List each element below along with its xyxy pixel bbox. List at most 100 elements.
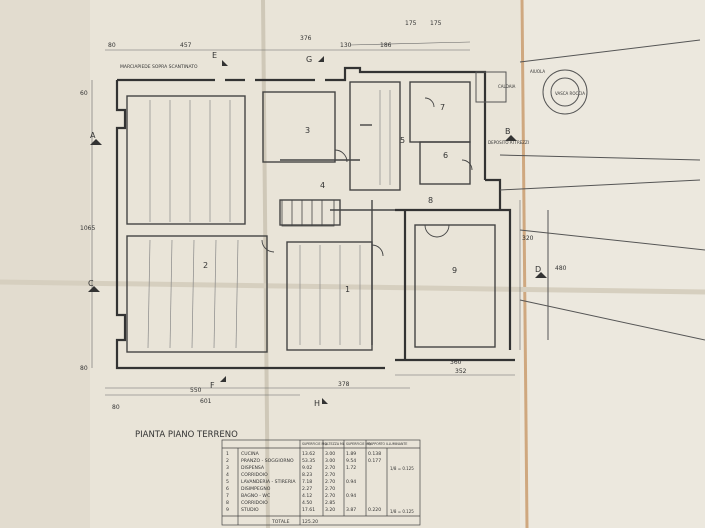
table-cell: 1 — [226, 451, 229, 457]
section-mark-h: H — [314, 399, 320, 408]
section-mark-d: D — [535, 265, 541, 274]
table-cell: 0.94 — [346, 493, 356, 499]
table-cell: 2 — [226, 458, 229, 464]
top-dim: 175 — [430, 20, 442, 27]
room-number: 7 — [440, 103, 445, 112]
top-dim: 186 — [380, 42, 392, 49]
section-mark-b: B — [505, 127, 511, 136]
side-dim: 60 — [80, 90, 88, 97]
bottom-dim: 378 — [338, 381, 350, 388]
bottom-dim: 601 — [200, 398, 212, 405]
table-ratio-note: 1/8 = 0.125 — [390, 466, 414, 471]
table-cell: 7.18 — [302, 479, 312, 485]
table-cell: CUCINA — [241, 451, 260, 457]
table-cell: 4.12 — [302, 493, 312, 499]
table-cell: PRANZO - SOGGIORNO — [241, 458, 294, 464]
table-cell: 3.20 — [325, 507, 335, 513]
table-cell: 53.35 — [302, 458, 315, 464]
plan-note: MARCIAPIEDE SOPRA SCANTINATO — [120, 64, 198, 70]
door-swings — [261, 97, 473, 257]
table-cell: 2.70 — [325, 493, 335, 499]
staircase — [281, 199, 335, 227]
top-dim: 175 — [405, 20, 417, 27]
table-cell: 2.70 — [325, 479, 335, 485]
top-dim: 80 — [108, 42, 116, 49]
room-number: 8 — [428, 196, 433, 205]
exterior-features — [475, 39, 705, 341]
table-total-value: 125.20 — [302, 519, 318, 525]
table-cell: 3.87 — [346, 507, 356, 513]
dimension-texts: 80 457 376 130 186 175 175 80 601 550 37… — [80, 20, 567, 411]
table-cell: 0.177 — [368, 458, 381, 464]
table-cell: STUDIO — [241, 507, 259, 513]
table-cell: 9.02 — [302, 465, 312, 471]
table-cell: BAGNO - WC — [241, 493, 270, 499]
table-cell: 9 — [226, 507, 229, 513]
table-cell: 9.54 — [346, 458, 356, 464]
room-number: 1 — [345, 285, 350, 294]
table-cell: 2.70 — [325, 486, 335, 492]
room-numbers: 1 2 3 4 5 6 7 8 9 — [203, 103, 457, 294]
bottom-dim: 550 — [190, 387, 202, 394]
table-cell: 2.70 — [325, 472, 335, 478]
table-cell: 2.70 — [325, 465, 335, 471]
table-header: SUPERFICIE MQ — [302, 442, 327, 446]
table-total-label: TOTALE — [271, 519, 290, 525]
table-cell: DISIMPEGNO — [241, 486, 271, 492]
side-dim: 1065 — [80, 225, 95, 232]
table-cell: 2.27 — [302, 486, 312, 492]
room-number: 5 — [400, 136, 405, 145]
table-cell: 0.94 — [346, 479, 356, 485]
table-cell: 8.23 — [302, 472, 312, 478]
table-cell: 5 — [226, 479, 229, 485]
section-mark-f: F — [210, 381, 215, 390]
room-number: 9 — [452, 266, 457, 275]
room-number: 4 — [320, 181, 325, 190]
label-vasca: VASCA ROCCIA — [555, 91, 585, 96]
table-cell: 17.61 — [302, 507, 315, 513]
top-dim: 376 — [300, 35, 312, 42]
section-mark-a: A — [90, 131, 96, 140]
table-cell: 0.220 — [368, 507, 381, 513]
bottom-dim: 360 — [450, 359, 462, 366]
bottom-dim: 352 — [455, 368, 467, 375]
plan-title: PIANTA PIANO TERRENO — [135, 430, 238, 440]
room-number: 3 — [305, 126, 310, 135]
dimension-lines — [91, 41, 521, 396]
table-cell: 8 — [226, 500, 229, 506]
side-dim: 320 — [522, 235, 534, 242]
bottom-dim: 80 — [112, 404, 120, 411]
table-cell: 2.85 — [325, 500, 335, 506]
table-cell: CORRIDOIO — [241, 472, 268, 478]
table-cell: 3.00 — [325, 451, 335, 457]
top-dim: 457 — [180, 42, 192, 49]
fold-line — [520, 0, 529, 528]
paper-shade-right — [520, 0, 705, 528]
room-table — [221, 439, 421, 526]
table-cell: 4.50 — [302, 500, 312, 506]
side-dim: 480 — [555, 265, 567, 272]
label-caldaia: CALDAIA — [498, 84, 516, 89]
label-deposito: DEPOSITO ATTREZZI — [488, 140, 529, 145]
paper-shade-left — [0, 0, 90, 528]
table-cell: CORRIDOIO — [241, 500, 268, 506]
exterior-labels: DEPOSITO ATTREZZI CALDAIA AIUOLA VASCA R… — [488, 69, 585, 145]
table-cell: LAVANDERIA - STIRERIA — [241, 479, 296, 485]
side-dim: 80 — [80, 365, 88, 372]
table-cell: 1.89 — [346, 451, 356, 457]
section-mark-g: G — [306, 55, 312, 64]
table-cell: 4 — [226, 472, 229, 478]
table-cell: 0.138 — [368, 451, 381, 457]
table-cell: 3 — [226, 465, 229, 471]
section-mark-c: C — [88, 279, 94, 288]
table-cell: 1.72 — [346, 465, 356, 471]
table-ratio-note: 1/8 = 0.125 — [390, 509, 414, 514]
table-header: SUPERFICIE MQ — [346, 442, 371, 446]
room-number: 2 — [203, 261, 208, 270]
table-cell: 13.62 — [302, 451, 315, 457]
table-cell: 6 — [226, 486, 229, 492]
table-cell: DISPENSA — [241, 465, 265, 471]
section-arrows — [88, 56, 547, 404]
